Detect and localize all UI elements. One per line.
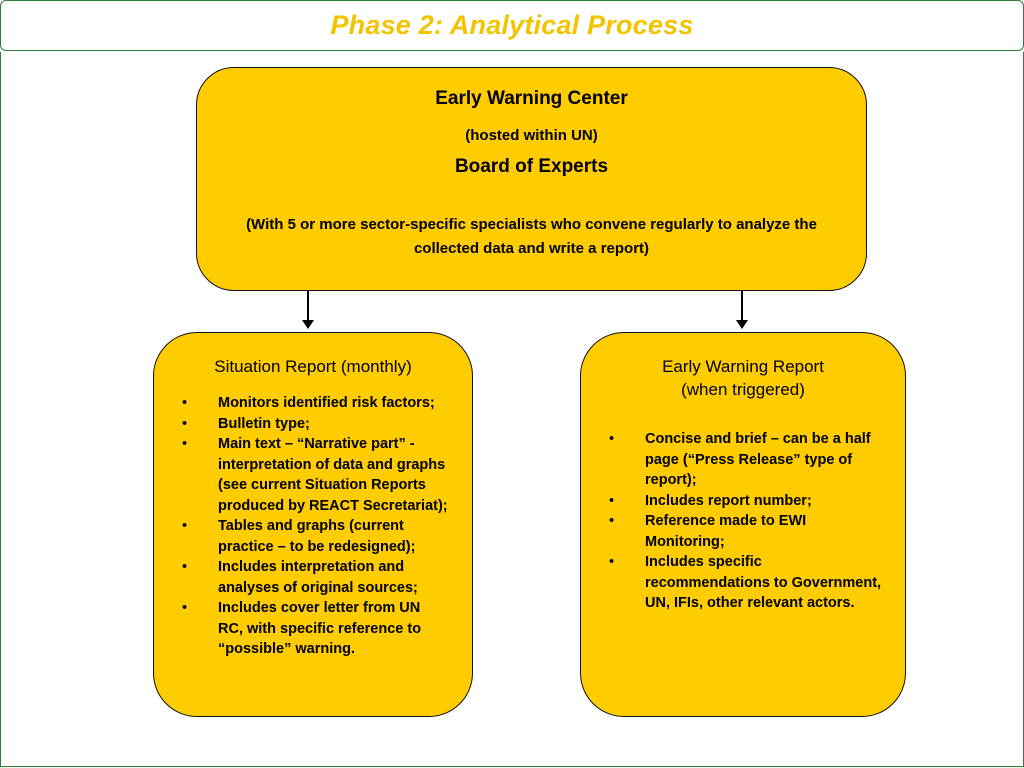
arrow-down-right-icon	[736, 291, 748, 329]
list-item: •Includes report number;	[607, 491, 887, 512]
top-box-heading: Early Warning Center	[435, 88, 628, 109]
bullet-icon: •	[609, 492, 615, 509]
bullet-icon: •	[182, 436, 188, 452]
top-box-description: (With 5 or more sector-specific speciali…	[246, 216, 817, 257]
early-warning-report-box: Early Warning Report (when triggered) •C…	[580, 332, 906, 717]
slide-title: Phase 2: Analytical Process	[330, 10, 694, 40]
list-item: •Monitors identified risk factors;	[180, 393, 448, 414]
situation-report-list: •Monitors identified risk factors; •Bull…	[180, 393, 448, 660]
arrow-down-left-icon	[302, 291, 314, 329]
bullet-icon: •	[182, 518, 188, 534]
early-warning-report-heading-line1: Early Warning Report	[662, 357, 824, 376]
list-item: •Tables and graphs (current practice – t…	[182, 518, 416, 555]
bullet-icon: •	[182, 600, 188, 616]
list-item: •Main text – “Narrative part” - interpre…	[182, 436, 448, 514]
list-item: •Includes specific recommendations to Go…	[609, 554, 882, 611]
bullet-icon: •	[609, 513, 615, 529]
situation-report-box: Situation Report (monthly) •Monitors ide…	[153, 332, 473, 717]
list-item: •Bulletin type;	[180, 414, 448, 435]
early-warning-report-heading: Early Warning Report (when triggered)	[581, 355, 905, 401]
early-warning-report-heading-line2: (when triggered)	[681, 380, 805, 399]
bullet-icon: •	[182, 415, 188, 432]
bullet-icon: •	[182, 395, 188, 411]
list-item: •Concise and brief – can be a half page …	[609, 431, 871, 488]
bullet-icon: •	[609, 431, 615, 447]
list-item: •Reference made to EWI Monitoring;	[609, 513, 807, 550]
early-warning-center-box: Early Warning Center (hosted within UN) …	[196, 67, 867, 291]
situation-report-heading: Situation Report (monthly)	[214, 357, 412, 376]
list-item: •Includes interpretation and analyses of…	[182, 559, 418, 596]
bullet-icon: •	[182, 559, 188, 575]
top-box-subheading: (hosted within UN)	[465, 127, 598, 144]
bullet-icon: •	[609, 554, 615, 570]
list-item: •Includes cover letter from UN RC, with …	[182, 600, 422, 657]
board-of-experts-heading: Board of Experts	[454, 156, 609, 177]
title-bar: Phase 2: Analytical Process	[0, 0, 1024, 51]
early-warning-report-list: •Concise and brief – can be a half page …	[607, 429, 887, 614]
